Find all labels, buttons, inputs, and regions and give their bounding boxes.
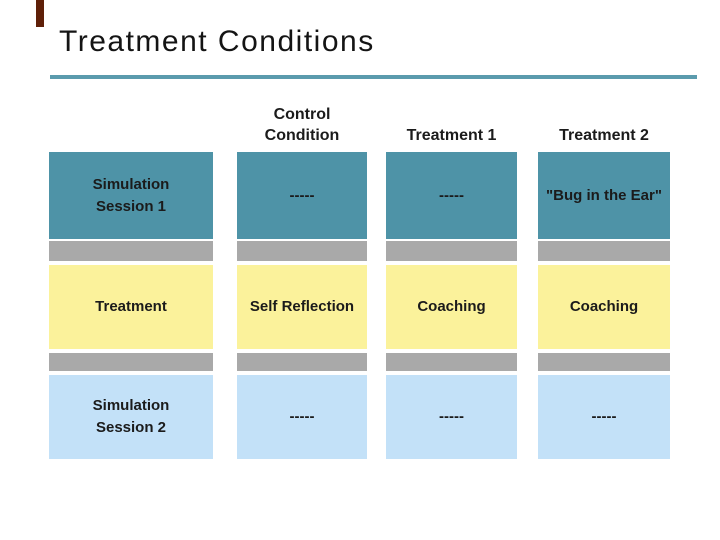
cell-text: ----- (439, 186, 464, 204)
cell-text: ----- (591, 408, 617, 425)
spacer-block (49, 353, 213, 371)
cell-text: Coaching (417, 298, 486, 315)
slide-title: Treatment Conditions (59, 25, 375, 58)
cell-session2-treatment1: ----- (386, 375, 517, 459)
cell-session1-treatment2: "Bug in the Ear" (538, 152, 670, 239)
cell-treatment-treatment1: Coaching (386, 265, 517, 349)
cell-text: ----- (289, 408, 315, 425)
cell-text: Coaching (569, 298, 639, 315)
cell-session2-treatment2: ----- (538, 375, 670, 459)
conditions-table: Simulation Session 1 ----- ----- "Bug in… (49, 152, 670, 459)
column-header-treatment-1: Treatment 1 (386, 125, 517, 150)
spacer-block (237, 241, 367, 261)
spacer-block (237, 353, 367, 371)
corner-accent-bar (36, 0, 44, 27)
cell-session1-control: ----- (237, 152, 367, 239)
column-header-treatment-2: Treatment 2 (538, 125, 670, 150)
column-header-control-condition: Control Condition (237, 104, 367, 150)
cell-text: ----- (289, 186, 315, 204)
cell-session2-control: ----- (237, 375, 367, 459)
row-label-text: Simulation Session 2 (92, 397, 170, 436)
column-header-label: Treatment 1 (406, 127, 497, 144)
cell-text: "Bug in the Ear" (546, 186, 662, 204)
row-label-text: Simulation Session 1 (92, 175, 170, 215)
title-underline-rule (50, 75, 697, 79)
spacer-block (49, 241, 213, 261)
row-label-text: Treatment (95, 298, 167, 315)
spacer-block (538, 353, 670, 371)
row-label-simulation-session-1: Simulation Session 1 (49, 152, 213, 239)
cell-session1-treatment1: ----- (386, 152, 517, 239)
column-header-label: Treatment 2 (559, 127, 649, 144)
spacer-block (538, 241, 670, 261)
row-label-treatment: Treatment (49, 265, 213, 349)
spacer-block (386, 241, 517, 261)
cell-treatment-control: Self Reflection (237, 265, 367, 349)
cell-text: Self Reflection (249, 298, 355, 315)
spacer-block (386, 353, 517, 371)
cell-text: ----- (439, 408, 464, 425)
row-label-simulation-session-2: Simulation Session 2 (49, 375, 213, 459)
column-header-label: Control Condition (264, 106, 340, 144)
cell-treatment-treatment2: Coaching (538, 265, 670, 349)
table-header-row: Control Condition Treatment 1 Treatment … (49, 100, 669, 150)
